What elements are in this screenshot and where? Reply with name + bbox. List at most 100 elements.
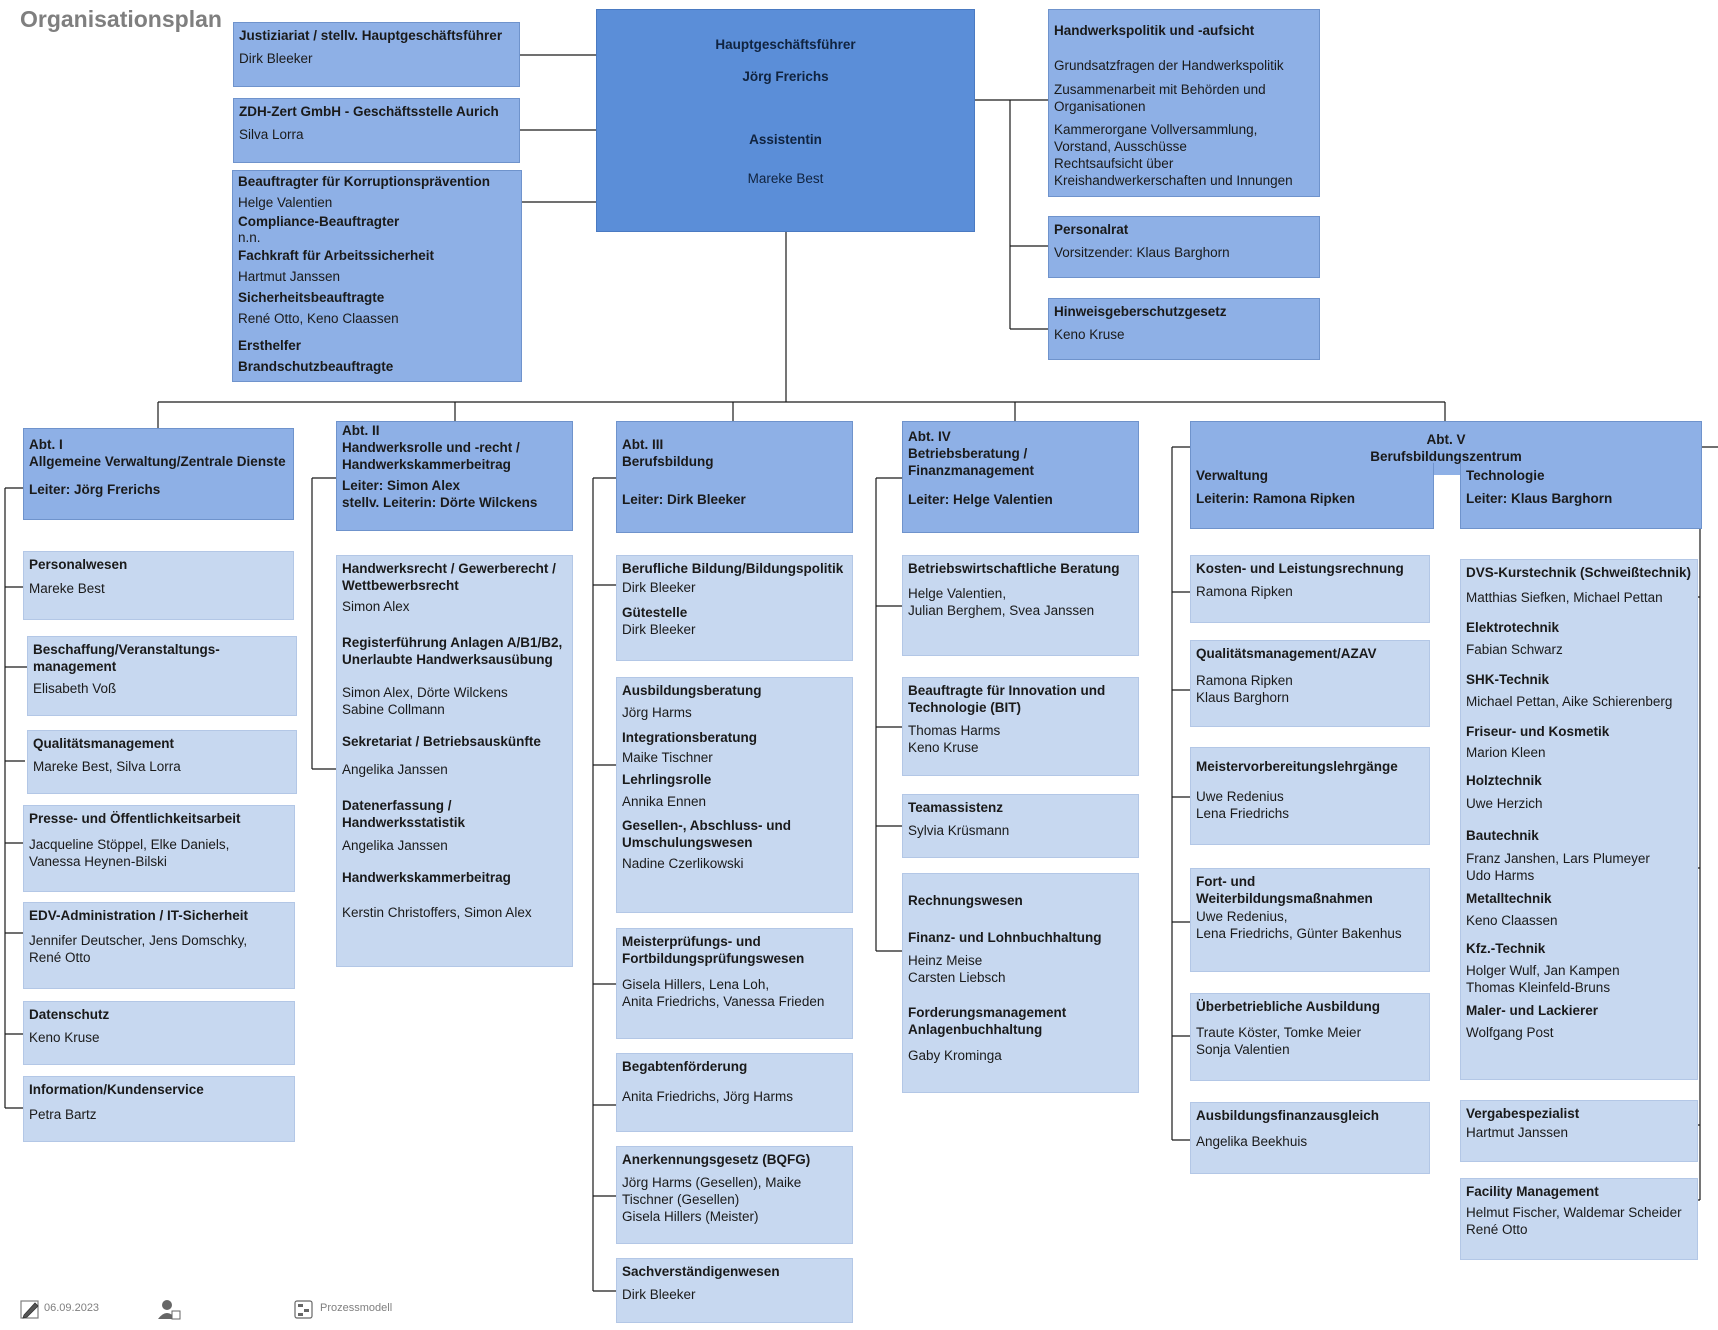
dept-2-head: Abt. II Handwerksrolle und -recht / Hand… [336, 421, 573, 531]
unit-names: Maike Tischner [622, 750, 713, 765]
unit-names: Hartmut Janssen [1466, 1125, 1569, 1140]
unit-title: Rechnungswesen [908, 893, 1023, 908]
staff-title: Brandschutzbeauftragte [238, 359, 394, 374]
unit-title: Sachverständigenwesen [622, 1264, 780, 1279]
unit-title: Meistervorbereitungslehrgänge [1196, 759, 1398, 774]
dept-number: Abt. IV [908, 429, 951, 444]
hgf-label: Hauptgeschäftsführer [715, 37, 856, 52]
unit-names: Anita Friedrichs, Vanessa Frieden [622, 994, 825, 1009]
unit-box: Sachverständigenwesen Dirk Bleeker [616, 1258, 853, 1323]
unit-column: DVS-Kurstechnik (Schweißtechnik) Matthia… [1460, 559, 1698, 1080]
person-icon [158, 1300, 181, 1320]
unit-names: Tischner (Gesellen) [622, 1192, 740, 1207]
unit-names: Angelika Janssen [342, 838, 448, 853]
dept-lead: stellv. Leiterin: Dörte Wilckens [342, 495, 538, 510]
unit-title: Facility Management [1466, 1184, 1599, 1199]
unit-title: Berufliche Bildung/Bildungspolitik [622, 561, 844, 576]
dept-title: Allgemeine Verwaltung/Zentrale Dienste [29, 454, 286, 469]
dept-4-head: Abt. IV Betriebsberatung / Finanzmanagem… [902, 421, 1139, 533]
unit-box: Datenschutz Keno Kruse [23, 1001, 295, 1065]
unit-names: Thomas Harms [908, 723, 1001, 738]
dept-number: Abt. I [29, 437, 63, 452]
unit-names: Uwe Redenius, [1196, 909, 1288, 924]
staff-line: Kammerorgane Vollversammlung, [1054, 122, 1258, 137]
staff-justiziariat: Justiziariat / stellv. Hauptgeschäftsfüh… [233, 22, 520, 87]
unit-title: Überbetriebliche Ausbildung [1196, 999, 1381, 1014]
staff-name: Helge Valentien [238, 195, 333, 210]
unit-names: René Otto [29, 950, 91, 965]
unit-title: Sekretariat / Betriebsauskünfte [342, 734, 541, 749]
unit-names: René Otto [1466, 1222, 1528, 1237]
dept-1-head: Abt. I Allgemeine Verwaltung/Zentrale Di… [23, 428, 294, 520]
unit-names: Keno Claassen [1466, 913, 1558, 928]
unit-title: Personalwesen [29, 557, 128, 572]
unit-title: Lehrlingsrolle [622, 772, 712, 787]
unit-names: Carsten Liebsch [908, 970, 1006, 985]
unit-names: Kerstin Christoffers, Simon Alex [342, 905, 532, 920]
unit-box: Beschaffung/Veranstaltungs- management E… [27, 636, 297, 716]
unit-box: Betriebswirtschaftliche Beratung Helge V… [902, 555, 1139, 656]
dept-number: Abt. V [1426, 432, 1466, 447]
unit-title: Handwerksstatistik [342, 815, 466, 830]
unit-names: Franz Janshen, Lars Plumeyer [1466, 851, 1650, 866]
sub-title: Technologie [1466, 468, 1545, 483]
unit-title: Meisterprüfungs- und [622, 934, 761, 949]
unit-names: Michael Pettan, Aike Schierenberg [1466, 694, 1673, 709]
staff-name: Keno Kruse [1054, 327, 1125, 342]
dept-lead: Leiter: Simon Alex [342, 478, 461, 493]
unit-title: DVS-Kurstechnik (Schweißtechnik) [1466, 565, 1692, 580]
dept-number: Abt. II [342, 423, 380, 438]
dept-5-sub-verwaltung: Verwaltung Leiterin: Ramona Ripken [1190, 463, 1434, 529]
unit-names: Marion Kleen [1466, 745, 1546, 760]
unit-box: Meisterprüfungs- und Fortbildungsprüfung… [616, 928, 853, 1039]
footer-model: Prozessmodell [320, 1302, 393, 1314]
unit-names: Udo Harms [1466, 868, 1535, 883]
unit-names: Sabine Collmann [342, 702, 445, 717]
unit-box: Information/Kundenservice Petra Bartz [23, 1076, 295, 1142]
unit-title: Holztechnik [1466, 773, 1542, 788]
unit-names: Simon Alex [342, 599, 410, 614]
unit-names: Jörg Harms (Gesellen), Maike [622, 1175, 802, 1190]
dept-number: Abt. III [622, 437, 664, 452]
dept-title: Betriebsberatung / [908, 446, 1028, 461]
unit-names: Lena Friedrichs [1196, 806, 1290, 821]
unit-title: Fortbildungsprüfungswesen [622, 951, 805, 966]
unit-title: Qualitätsmanagement/AZAV [1196, 646, 1377, 661]
unit-names: Helmut Fischer, Waldemar Scheider [1466, 1205, 1682, 1220]
unit-title: Gütestelle [622, 605, 688, 620]
staff-title: Handwerkspolitik und -aufsicht [1054, 23, 1255, 38]
unit-title: Ausbildungsberatung [622, 683, 762, 698]
unit-names: Elisabeth Voß [33, 681, 117, 696]
unit-names: Heinz Meise [908, 953, 983, 968]
dept-lead: Leiter: Helge Valentien [908, 492, 1053, 507]
unit-box: Ausbildungsfinanzausgleich Angelika Beek… [1190, 1102, 1430, 1174]
unit-box: Rechnungswesen Finanz- und Lohnbuchhaltu… [902, 873, 1139, 1093]
unit-title: Forderungsmanagement [908, 1005, 1067, 1020]
unit-names: Vanessa Heynen-Bilski [29, 854, 167, 869]
unit-box: Ausbildungsberatung Jörg Harms Integrati… [616, 677, 853, 913]
unit-names: Wolfgang Post [1466, 1025, 1554, 1040]
staff-handwerkspolitik: Handwerkspolitik und -aufsicht Grundsatz… [1048, 9, 1320, 197]
staff-title: Hinweisgeberschutzgesetz [1054, 304, 1227, 319]
staff-name: Vorsitzender: Klaus Barghorn [1054, 245, 1230, 260]
unit-title: Metalltechnik [1466, 891, 1552, 906]
unit-title: Ausbildungsfinanzausgleich [1196, 1108, 1380, 1123]
unit-box: Überbetriebliche Ausbildung Traute Köste… [1190, 993, 1430, 1081]
unit-column: Handwerksrecht / Gewerberecht / Wettbewe… [336, 555, 573, 967]
unit-names: Mareke Best, Silva Lorra [33, 759, 181, 774]
unit-names: Holger Wulf, Jan Kampen [1466, 963, 1620, 978]
staff-line: Rechtsaufsicht über [1054, 156, 1174, 171]
unit-names: Ramona Ripken [1196, 584, 1293, 599]
assist-label: Assistentin [749, 132, 822, 147]
unit-title: SHK-Technik [1466, 672, 1550, 687]
unit-names: Dirk Bleeker [622, 622, 696, 637]
unit-names: Simon Alex, Dörte Wilckens [342, 685, 508, 700]
unit-title: Begabtenförderung [622, 1059, 748, 1074]
unit-names: Klaus Barghorn [1196, 690, 1290, 705]
staff-name: Dirk Bleeker [239, 51, 313, 66]
staff-title: Personalrat [1054, 222, 1129, 237]
sub-title: Verwaltung [1196, 468, 1269, 483]
staff-title: ZDH-Zert GmbH - Geschäftsstelle Aurich [239, 104, 499, 119]
unit-names: Keno Kruse [908, 740, 979, 755]
